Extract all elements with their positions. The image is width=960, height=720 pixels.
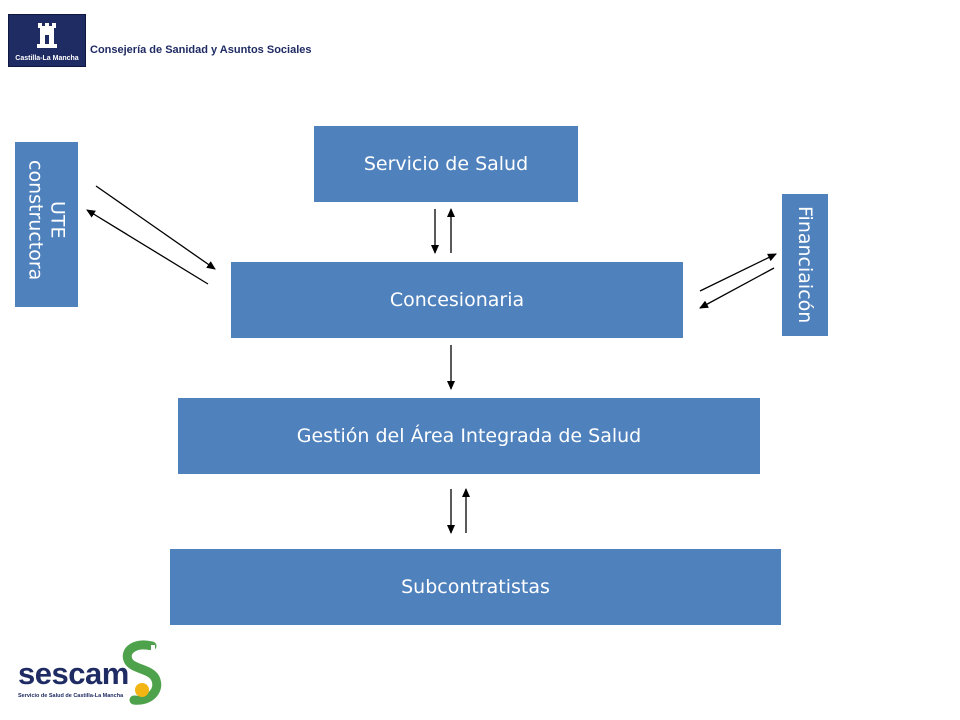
arrow-financiacion-to-concesionaria (699, 267, 775, 309)
sescam-cross-icon (122, 640, 162, 705)
node-financiacion-label: Financiaicón (794, 206, 816, 324)
node-gestion-area-label: Gestión del Área Integrada de Salud (296, 425, 642, 447)
node-servicio-salud: Servicio de Salud (314, 126, 578, 202)
arrow-ute-to-concesionaria (95, 185, 216, 270)
ute-line2: constructora (24, 160, 47, 281)
ute-line1: UTE (46, 201, 69, 239)
logo-text: Castilla-La Mancha (15, 55, 79, 62)
arrow-concesionaria-to-financiacion (699, 253, 777, 292)
arrow-concesionaria-to-ute (86, 209, 209, 285)
node-ute-constructora-label: UTE constructora (25, 160, 69, 280)
node-concesionaria: Concesionaria (231, 262, 683, 338)
castilla-la-mancha-logo: Castilla-La Mancha (8, 14, 86, 67)
node-servicio-salud-label: Servicio de Salud (363, 153, 529, 175)
node-ute-constructora: UTE constructora (15, 142, 78, 307)
node-gestion-area: Gestión del Área Integrada de Salud (178, 398, 760, 474)
department-name: Consejería de Sanidad y Asuntos Sociales (90, 44, 312, 56)
node-subcontratistas-label: Subcontratistas (401, 576, 550, 598)
sescam-subtitle: Servicio de Salud de Castilla-La Mancha (18, 693, 124, 699)
node-subcontratistas: Subcontratistas (170, 549, 781, 625)
node-financiacion: Financiaicón (782, 194, 828, 336)
node-concesionaria-label: Concesionaria (389, 289, 525, 311)
sescam-wordmark: sescam (18, 656, 129, 691)
sescam-logo: sescam Servicio de Salud de Castilla-La … (14, 640, 174, 710)
